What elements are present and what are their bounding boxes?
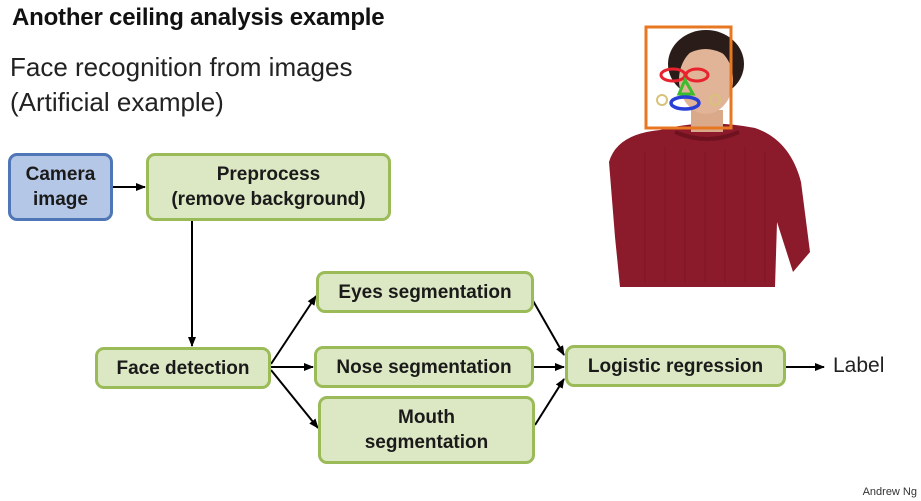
arrow-mouth-to-logistic [534,378,565,426]
preprocess-node: Preprocess (remove background) [146,153,391,221]
person-photo [609,25,810,287]
camera-image-node: Camera image [8,153,113,221]
nose-segmentation-node: Nose segmentation [314,346,534,388]
slide-subtitle: Face recognition from images (Artificial… [10,50,352,120]
right-eye-annotation [684,67,710,83]
author-credit: Andrew Ng [862,486,917,498]
sweater [609,123,810,287]
arrow-face-to-eyes [270,295,317,365]
logistic-regression-node: Logistic regression [565,345,786,387]
output-label: Label [833,354,885,377]
mouth-segmentation-node: Mouth segmentation [318,396,535,464]
mouth-annotation [669,95,701,111]
subtitle-line-2: (Artificial example) [10,87,224,117]
subtitle-line-1: Face recognition from images [10,52,353,82]
arrow-face-to-mouth [270,369,319,429]
face-detection-node: Face detection [95,347,271,389]
arrow-eyes-to-logistic [531,298,565,356]
eyes-segmentation-node: Eyes segmentation [316,271,534,313]
nose-annotation [676,76,696,96]
face-bounding-box [644,25,733,130]
slide-title: Another ceiling analysis example [12,4,385,31]
